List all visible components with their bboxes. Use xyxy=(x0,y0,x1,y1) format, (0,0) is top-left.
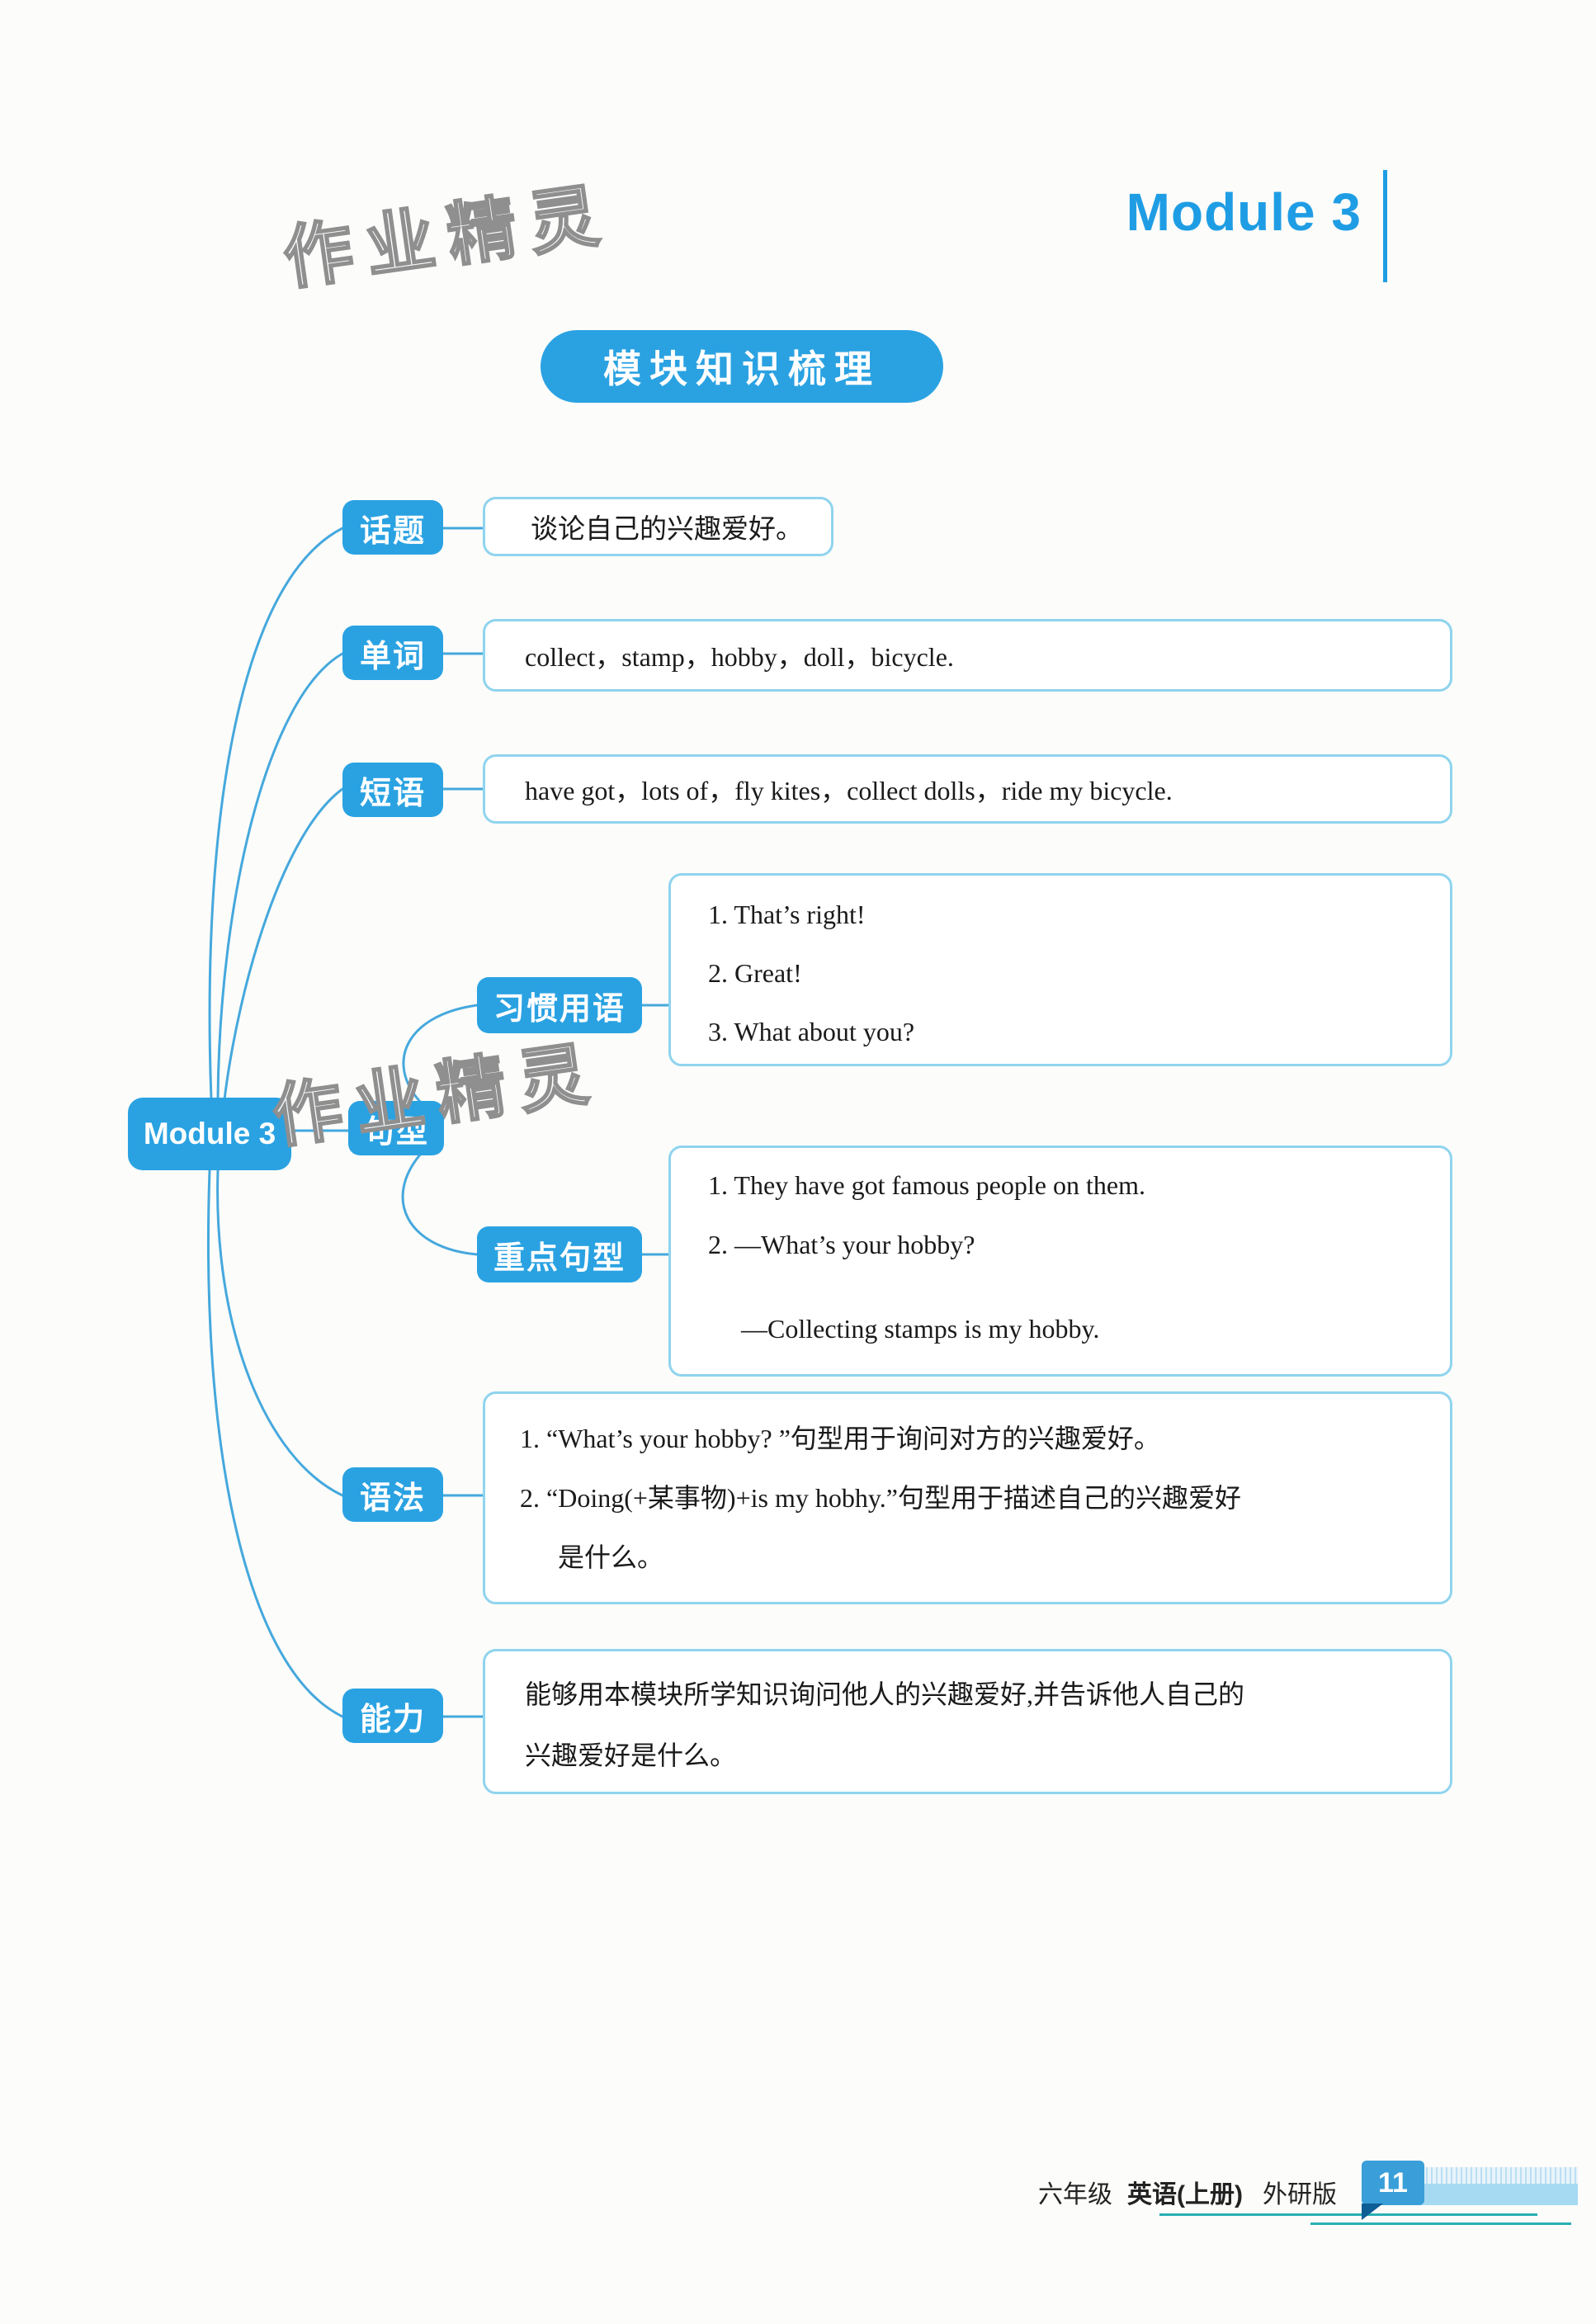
mindmap-node-words: 单词 xyxy=(342,626,443,680)
mindmap-root-node: Module 3 xyxy=(128,1098,291,1170)
idioms-line-3: 3. What about you? xyxy=(708,1017,915,1046)
watermark-top: 作业精灵 xyxy=(278,174,618,299)
words-content-box: collect，stamp，hobby，doll，bicycle. xyxy=(483,619,1452,692)
idioms-line-2: 2. Great! xyxy=(708,958,802,988)
mindmap-node-key-patterns: 重点句型 xyxy=(477,1226,642,1282)
page-badge-fold xyxy=(1362,2204,1383,2220)
grammar-line-2: 2. “Doing(+某事物)+is my hobhy.”句型用于描述自己的兴趣… xyxy=(520,1483,1241,1513)
topic-text: 谈论自己的兴趣爱好。 xyxy=(531,515,803,545)
ability-content-box: 能够用本模块所学知识询问他人的兴趣爱好,并告诉他人自己的 兴趣爱好是什么。 xyxy=(483,1649,1452,1794)
phrases-content-box: have got，lots of，fly kites，collect dolls… xyxy=(483,754,1452,824)
footer-grade: 六年级 xyxy=(1038,2181,1112,2208)
mindmap-node-sentence-patterns: 句型 xyxy=(348,1101,444,1155)
footer-rule-2 xyxy=(1310,2222,1571,2225)
key-patterns-content-box: 1. They have got famous people on them. … xyxy=(668,1145,1452,1377)
idioms-line-1: 1. That’s right! xyxy=(708,900,866,929)
page-number-badge: 11 xyxy=(1362,2161,1424,2205)
idioms-content-box: 1. That’s right! 2. Great! 3. What about… xyxy=(668,873,1452,1066)
phrases-text: have got，lots of，fly kites，collect dolls… xyxy=(525,776,1173,805)
footer-subject: 英语(上册) xyxy=(1127,2181,1243,2208)
footer-rule-1 xyxy=(1159,2213,1537,2216)
grammar-content-box: 1. “What’s your hobby? ”句型用于询问对方的兴趣爱好。 2… xyxy=(483,1391,1452,1604)
ability-line-1: 能够用本模块所学知识询问他人的兴趣爱好,并告诉他人自己的 xyxy=(525,1679,1245,1709)
title-accent-rule xyxy=(1383,170,1387,282)
mindmap-node-grammar: 语法 xyxy=(342,1467,443,1522)
key-patterns-line-2: 2. —What’s your hobby? xyxy=(708,1230,975,1259)
mindmap-node-idioms: 习惯用语 xyxy=(477,977,642,1033)
key-patterns-line-1: 1. They have got famous people on them. xyxy=(708,1170,1145,1200)
grammar-line-3: 是什么。 xyxy=(558,1542,664,1572)
words-text: collect，stamp，hobby，doll，bicycle. xyxy=(525,642,954,672)
mindmap-node-ability: 能力 xyxy=(342,1689,443,1743)
footer-publisher: 外研版 xyxy=(1263,2181,1337,2208)
key-patterns-line-3: —Collecting stamps is my hobby. xyxy=(741,1314,1100,1344)
topic-content-box: 谈论自己的兴趣爱好。 xyxy=(483,497,833,556)
ability-line-2: 兴趣爱好是什么。 xyxy=(525,1741,737,1770)
page-title: Module 3 xyxy=(1126,182,1362,242)
mindmap-node-topic: 话题 xyxy=(342,500,443,555)
grammar-line-1: 1. “What’s your hobby? ”句型用于询问对方的兴趣爱好。 xyxy=(520,1424,1160,1453)
section-heading-pill: 模块知识梳理 xyxy=(541,330,943,403)
mindmap-node-phrases: 短语 xyxy=(342,763,443,817)
